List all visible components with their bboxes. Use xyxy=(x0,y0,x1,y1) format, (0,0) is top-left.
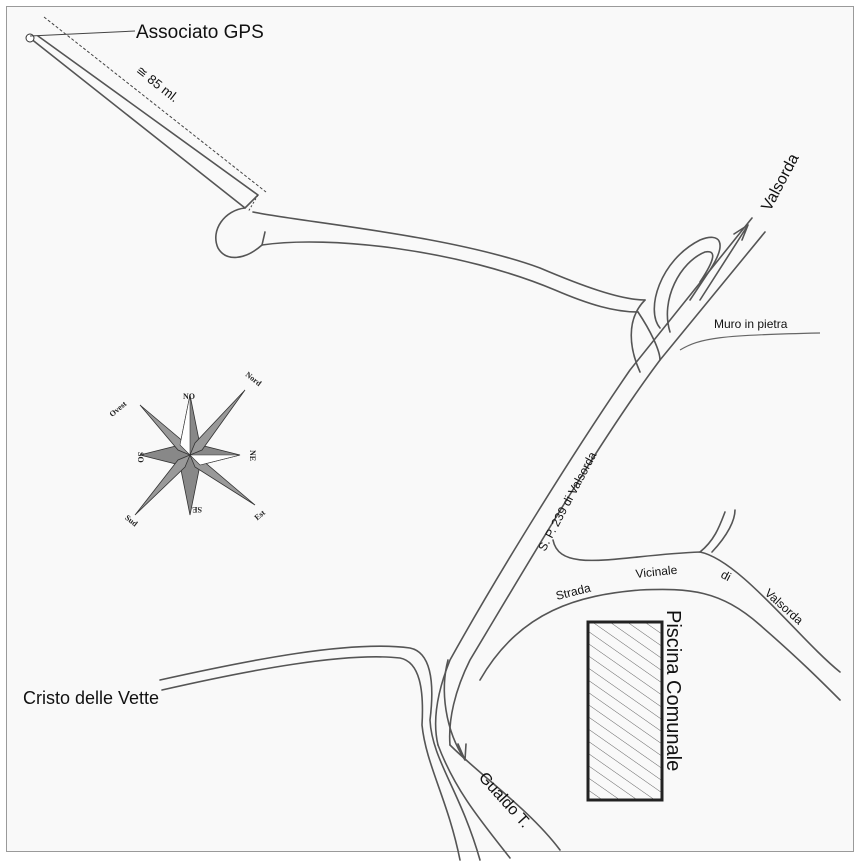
gualdo-label: Gualdo T. xyxy=(475,769,533,831)
valsorda-strada-label: Valsorda xyxy=(762,586,806,628)
cristo-road xyxy=(159,645,481,861)
compass-est-label: Est xyxy=(253,508,268,522)
map-frame xyxy=(6,6,854,852)
cristo-label: Cristo delle Vette xyxy=(23,688,159,708)
main-road-sp239 xyxy=(434,217,766,761)
compass-sud-label: Sud xyxy=(123,513,139,529)
vicinale-label: Vicinale xyxy=(635,563,678,581)
gps-label: Associato GPS xyxy=(136,22,264,43)
strada-label: Strada xyxy=(554,581,592,603)
gps-track xyxy=(25,16,267,213)
compass-rose-icon xyxy=(134,389,256,516)
distance-measure-line xyxy=(43,16,267,193)
gps-point-marker xyxy=(25,33,35,43)
distance-label: ≅ 85 ml. xyxy=(133,63,182,106)
compass-nord-label: Nord xyxy=(244,370,264,388)
compass-ovest-label: Ovest xyxy=(108,399,129,419)
compass-no-label: NO xyxy=(183,392,195,401)
upper-road xyxy=(215,207,646,313)
gualdo-road xyxy=(437,744,561,859)
compass-se-label: SE xyxy=(192,505,202,514)
valsorda-label: Valsorda xyxy=(759,151,803,214)
di-label: di xyxy=(719,567,734,584)
muro-in-pietra-line xyxy=(679,332,821,351)
gps-leader-line xyxy=(29,30,136,37)
piscina-label: Piscina Comunale xyxy=(662,610,684,771)
piscina-building xyxy=(586,620,664,802)
compass-so-label: SO xyxy=(136,452,145,463)
muro-label: Muro in pietra xyxy=(714,317,788,331)
strada-vicinale xyxy=(479,509,841,701)
compass-ne-label: NE xyxy=(248,450,257,461)
